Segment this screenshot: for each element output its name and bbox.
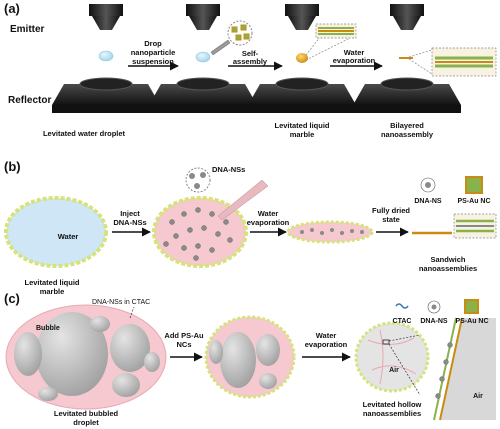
caption-c-2-line2: nanoassemblies: [363, 409, 421, 418]
reflector-stage-2: [149, 77, 257, 113]
water-droplet-2: [195, 51, 211, 63]
arrow-a-1-line1: Drop: [144, 39, 162, 48]
panel-a: (a) Emitter Reflector: [4, 1, 497, 139]
caption-b-1-line1: Levitated liquid: [24, 278, 79, 287]
reflector-stage-3: [248, 77, 356, 113]
liquid-marble-a: [296, 53, 308, 63]
water-droplet-1: [98, 50, 114, 62]
marble-shell-zoom: [315, 23, 357, 39]
panel-c: (c) Bubble DNA-NSs in CTAC Add PS-Au NCs: [4, 291, 496, 427]
legend-ps-au-c-label: PS-Au NC: [455, 318, 488, 325]
legend-ps-au-b: [465, 176, 483, 194]
water-marble: [4, 196, 108, 268]
emitter-horn-1: [89, 4, 123, 30]
arrow-a-2-line2: assembly: [233, 57, 268, 66]
panel-c-letter: (c): [4, 291, 20, 306]
dna-ns-zoom: [185, 167, 211, 193]
pipette-b: [217, 179, 269, 221]
bubbled-marble: [204, 315, 296, 399]
bilayer-zoom: [431, 47, 497, 77]
bubbled-droplet: [5, 304, 167, 410]
caption-b-2-line2: nanoassemblies: [419, 264, 477, 273]
legend-dna-ns-c: [427, 300, 441, 314]
legend-dna-ns-c-label: DNA-NS: [420, 318, 448, 325]
bubble-label: Bubble: [36, 325, 60, 332]
arrow-c-1-line2: NCs: [176, 340, 191, 349]
water-label: Water: [58, 232, 79, 241]
arrow-c-2-line1: Water: [316, 331, 337, 340]
arrow-c-2-line2: evaporation: [305, 340, 348, 349]
emitter-label: Emitter: [10, 24, 45, 35]
panel-a-letter: (a): [4, 1, 20, 16]
legend-ps-au-b-label: PS-Au NC: [457, 198, 490, 205]
pipette-a: [210, 39, 231, 56]
caption-a-4-line2: nanoassembly: [381, 130, 434, 139]
legend-ps-au-c: [464, 299, 479, 314]
legend-dna-ns-b-label: DNA-NS: [414, 198, 442, 205]
arrow-a-1-line2: nanoparticle: [131, 48, 176, 57]
hollow-nanoassembly: [354, 321, 430, 393]
arrow-b-3-line1: Fully dried: [372, 206, 410, 215]
caption-b-2-line1: Sandwich: [430, 255, 465, 264]
legend-ctac: [395, 303, 409, 309]
flattened-marble: [286, 220, 374, 244]
caption-a-3-line1: Levitated liquid: [274, 121, 329, 130]
caption-a-1: Levitated water droplet: [43, 129, 126, 138]
arrow-c-1-line1: Add PS-Au: [164, 331, 204, 340]
arrow-a-2-line1: Self-: [242, 49, 259, 58]
air-label-2: Air: [473, 393, 483, 400]
sandwich-zoom: [453, 213, 497, 239]
caption-b-1-line2: marble: [40, 287, 65, 296]
arrow-b-3-line2: state: [382, 215, 400, 224]
arrow-a-1-line3: suspension: [132, 57, 174, 66]
caption-c-1-line1: Levitated bubbled: [54, 409, 119, 418]
arrow-a-3-line2: evaporation: [333, 56, 376, 65]
air-label-1: Air: [389, 367, 399, 374]
nanoparticle-zoom: [227, 20, 253, 46]
emitter-horn-2: [186, 4, 220, 30]
panel-b-letter: (b): [4, 159, 21, 174]
arrow-b-1-line1: Inject: [120, 209, 140, 218]
shell-zoom: [433, 317, 496, 421]
legend-ctac-label: CTAC: [393, 318, 412, 325]
legend-dna-ns-b: [420, 177, 436, 193]
dna-nss-label: DNA-NSs: [212, 165, 245, 174]
caption-a-4-line1: Bilayered: [390, 121, 424, 130]
reflector-stage-1: [52, 77, 160, 113]
arrow-b-2-line1: Water: [258, 209, 279, 218]
emitter-horn-4: [390, 4, 424, 30]
reflector-label: Reflector: [8, 95, 51, 106]
arrow-b-1-line2: DNA-NSs: [113, 218, 146, 227]
caption-a-3-line2: marble: [290, 130, 315, 139]
arrow-b-2-line2: evaporation: [247, 218, 290, 227]
caption-c-1-line2: droplet: [73, 418, 99, 427]
panel-b: (b) Water Levitated liquid marble Inject…: [4, 159, 497, 296]
arrow-a-3-line1: Water: [344, 48, 365, 57]
reflector-stage-4: [353, 77, 461, 113]
caption-c-2-line1: Levitated hollow: [363, 400, 422, 409]
callout-label: DNA-NSs in CTAC: [92, 299, 150, 306]
emitter-horn-3: [285, 4, 319, 30]
